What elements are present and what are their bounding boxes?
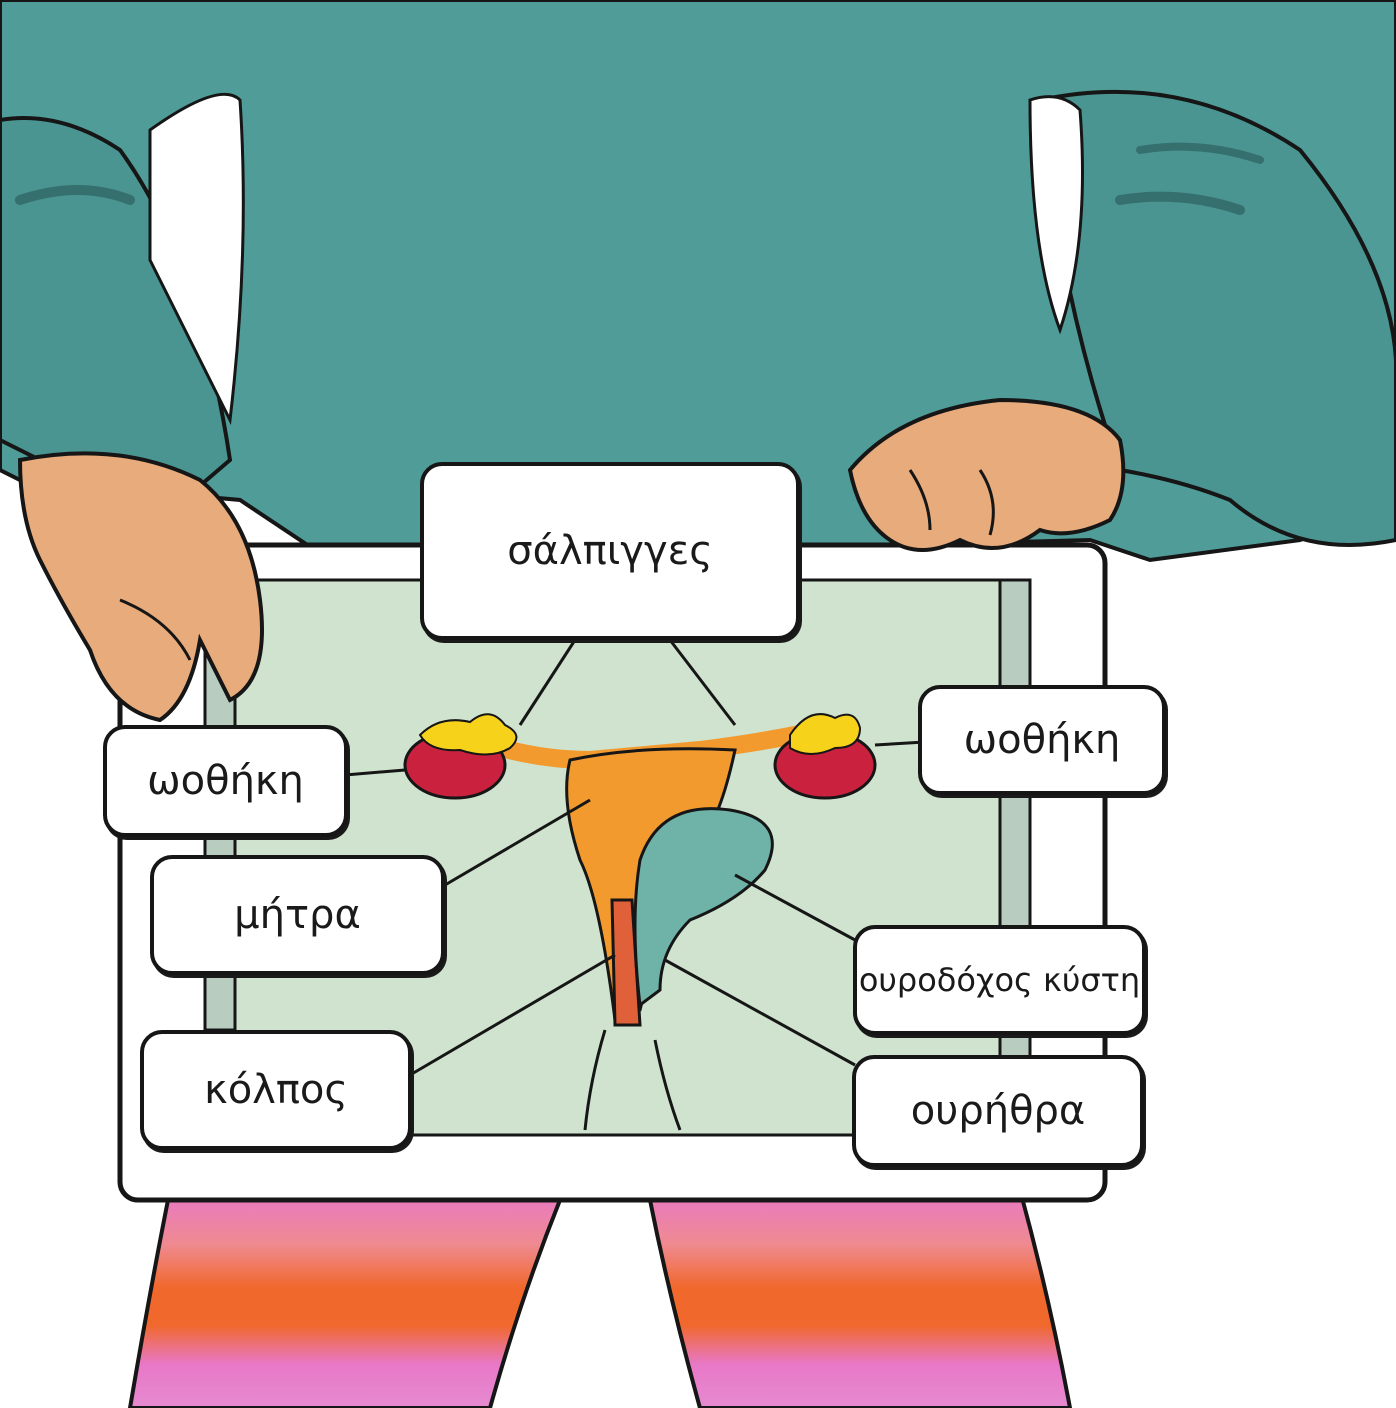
label-bladder: ουροδόχος κύστη: [853, 925, 1146, 1035]
label-fallopian-tubes: σάλπιγγες: [420, 462, 800, 640]
label-uterus: μήτρα: [150, 855, 445, 975]
label-ovary-left: ωοθήκη: [103, 725, 348, 837]
label-urethra: ουρήθρα: [852, 1055, 1144, 1167]
label-ovary-right: ωοθήκη: [918, 685, 1166, 795]
legs: [130, 1190, 1070, 1408]
label-vagina: κόλπος: [140, 1030, 412, 1150]
